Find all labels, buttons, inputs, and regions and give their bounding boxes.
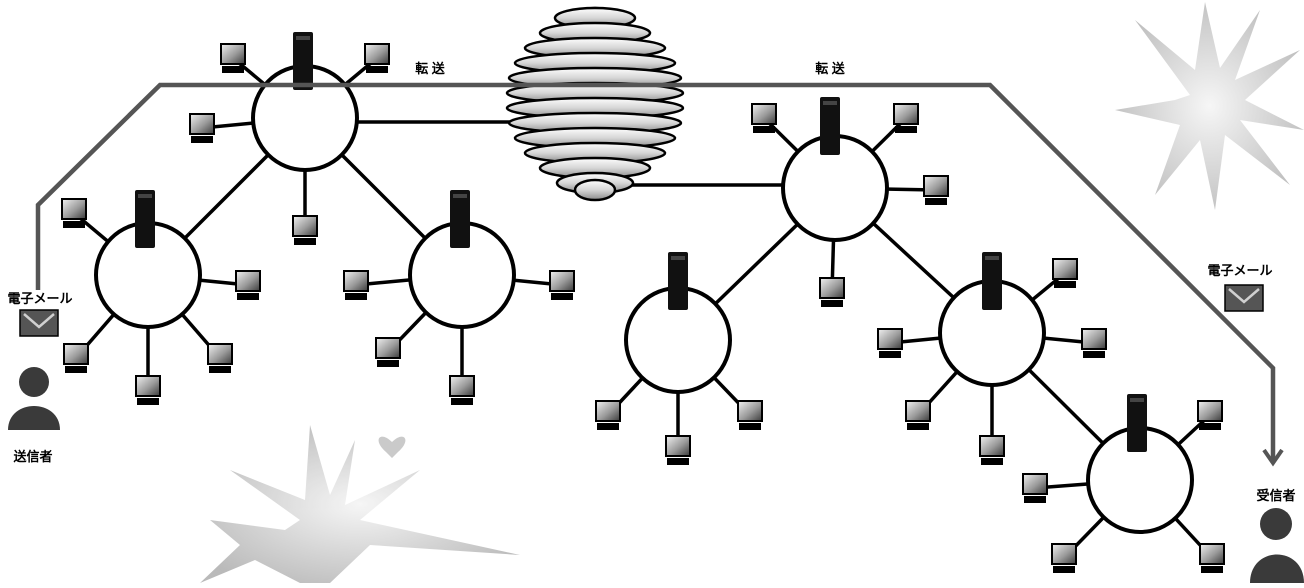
computer-terminal-icon <box>343 270 369 300</box>
computer-terminal-icon <box>893 103 919 133</box>
computer-terminal-icon <box>1022 473 1048 503</box>
computer-terminal-icon <box>235 270 261 300</box>
computer-terminal-icon <box>737 400 763 430</box>
terminals-layer <box>61 43 1225 573</box>
computer-terminal-icon <box>751 103 777 133</box>
server-icon <box>820 97 840 155</box>
splash-decoration-bottom <box>200 425 520 583</box>
servers-layer <box>135 32 1147 452</box>
server-icon <box>668 252 688 310</box>
server-icon <box>450 190 470 248</box>
computer-terminal-icon <box>923 175 949 205</box>
email-label-sender: 電子メール <box>7 291 72 306</box>
email-route <box>35 82 1284 467</box>
computer-terminal-icon <box>220 43 246 73</box>
computer-terminal-icon <box>189 113 215 143</box>
computer-terminal-icon <box>292 215 318 245</box>
computer-terminal-icon <box>61 198 87 228</box>
route-arrowhead <box>1262 448 1284 467</box>
envelope-icon <box>19 309 59 337</box>
splash-decoration-top-right <box>1115 2 1304 210</box>
computer-terminal-icon <box>979 435 1005 465</box>
computer-terminal-icon <box>364 43 390 73</box>
computer-terminal-icon <box>135 375 161 405</box>
computer-terminal-icon <box>1081 328 1107 358</box>
computer-terminal-icon <box>63 343 89 373</box>
computer-terminal-icon <box>595 400 621 430</box>
email-label-receiver: 電子メール <box>1207 263 1272 278</box>
internet-globe-icon <box>505 6 685 202</box>
computer-terminal-icon <box>877 328 903 358</box>
computer-terminal-icon <box>819 277 845 307</box>
computer-terminal-icon <box>1052 258 1078 288</box>
sender-label: 送信者 <box>12 449 52 464</box>
computer-terminal-icon <box>1197 400 1223 430</box>
computer-terminal-icon <box>905 400 931 430</box>
computer-terminal-icon <box>665 435 691 465</box>
computer-terminal-icon <box>375 337 401 367</box>
server-icon <box>1127 394 1147 452</box>
sender-person-icon <box>8 367 60 430</box>
transfer-label-left: 転 送 <box>415 61 446 76</box>
ring-nodes <box>94 64 1194 534</box>
server-icon <box>293 32 313 90</box>
route-line <box>35 82 1276 460</box>
computer-terminal-icon <box>449 375 475 405</box>
server-icon <box>982 252 1002 310</box>
receiver-person-icon <box>1250 508 1304 583</box>
envelope-icon <box>1224 284 1264 312</box>
transfer-label-right: 転 送 <box>815 61 846 76</box>
computer-terminal-icon <box>207 343 233 373</box>
receiver-label: 受信者 <box>1256 488 1295 503</box>
computer-terminal-icon <box>549 270 575 300</box>
server-icon <box>135 190 155 248</box>
computer-terminal-icon <box>1051 543 1077 573</box>
computer-terminal-icon <box>1199 543 1225 573</box>
